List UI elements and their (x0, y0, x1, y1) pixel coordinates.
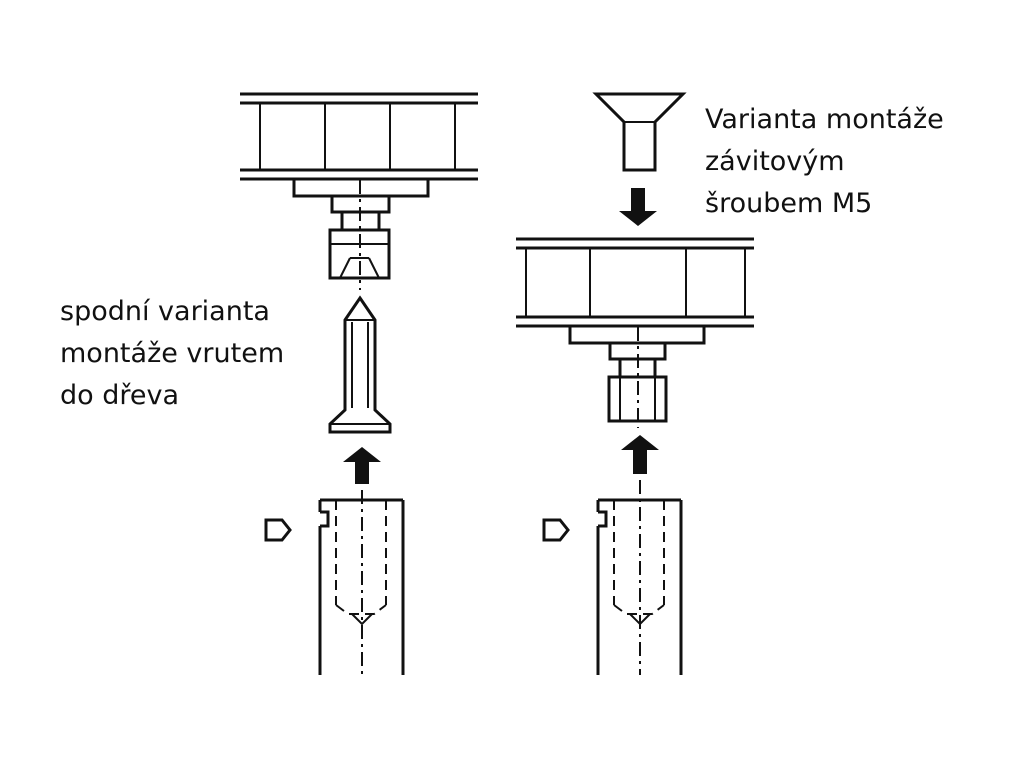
right-caption: Varianta montáže závitovým šroubem M5 (705, 104, 944, 219)
wood-screw (328, 295, 392, 434)
left-assembly (240, 92, 478, 675)
right-frame-profile (516, 237, 754, 328)
left-push-arrow-up-icon (343, 447, 381, 484)
right-push-arrow-up-icon (621, 435, 659, 474)
left-caption-line-2: montáže vrutem (60, 338, 284, 369)
left-frame-profile (240, 92, 478, 181)
right-caption-line-1: Varianta montáže (705, 104, 944, 135)
m5-screw (592, 92, 687, 172)
right-pentagon-pointer-icon (542, 518, 570, 542)
right-leg-tube (596, 480, 683, 675)
right-caption-line-3: šroubem M5 (705, 188, 872, 219)
left-caption: spodní varianta montáže vrutem do dřeva (60, 296, 284, 411)
left-caption-line-1: spodní varianta (60, 296, 270, 327)
right-push-arrow-down-icon (619, 188, 657, 226)
left-caption-line-3: do dřeva (60, 380, 179, 411)
right-mounting-nut (568, 324, 706, 428)
left-leg-tube (318, 490, 405, 675)
left-mounting-nut (292, 177, 430, 290)
left-pentagon-pointer-icon (264, 518, 292, 542)
right-assembly (516, 92, 754, 675)
right-caption-line-2: závitovým (705, 146, 845, 177)
